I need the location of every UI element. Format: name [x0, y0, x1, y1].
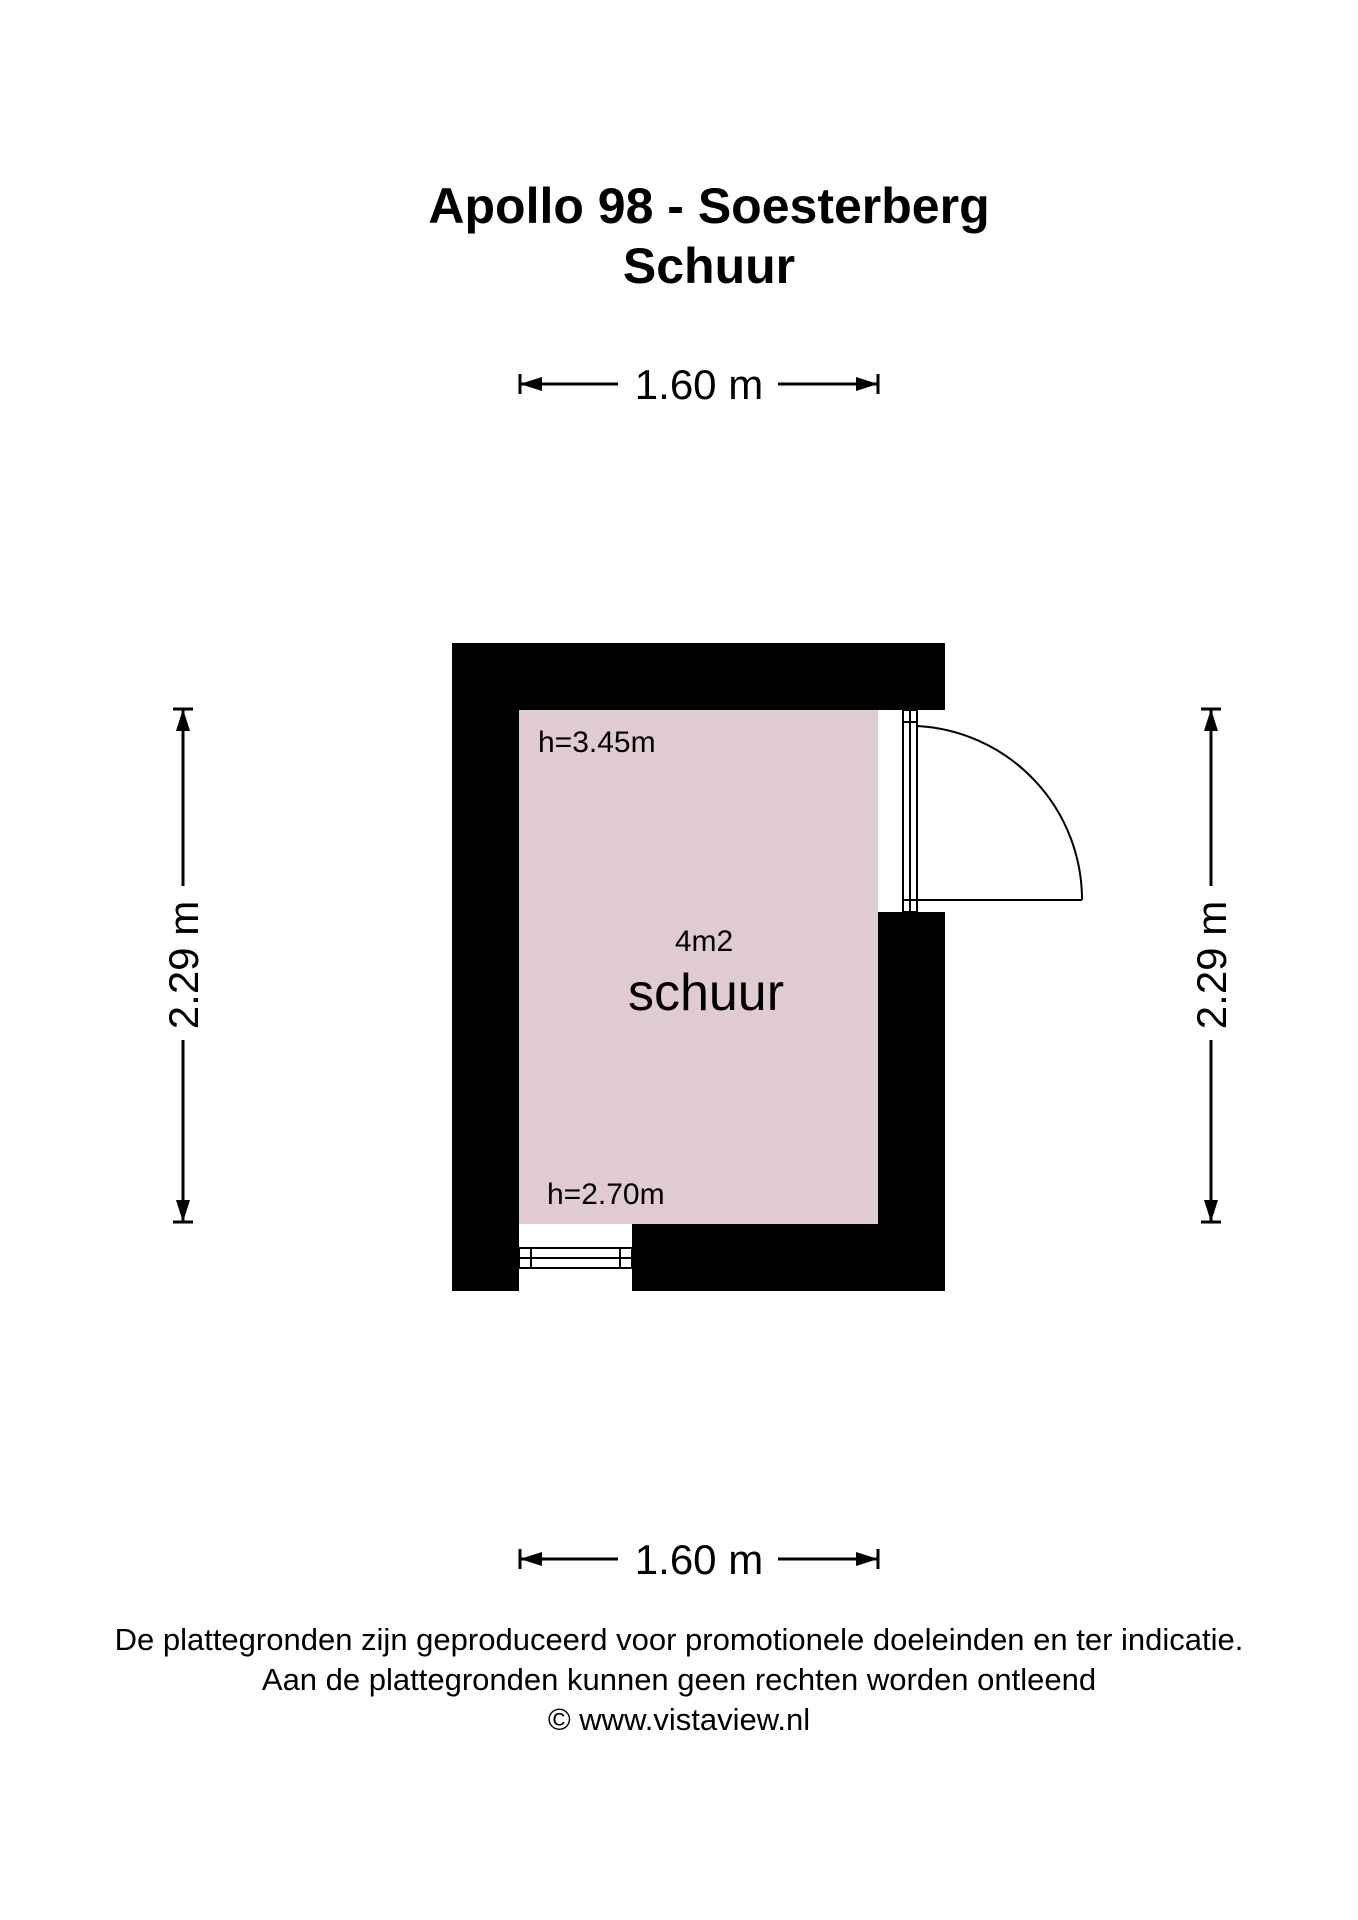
- dimension-right: [1201, 707, 1221, 1224]
- room-height-bottom: h=2.70m: [547, 1178, 665, 1211]
- door-frame: [902, 709, 918, 913]
- dimension-top-label: 1.60 m: [635, 361, 763, 408]
- dimension-bottom-label: 1.60 m: [635, 1536, 763, 1583]
- copyright-link[interactable]: © www.vistaview.nl: [547, 1702, 811, 1737]
- plan-title: Apollo 98 - Soesterberg Schuur: [0, 176, 1358, 296]
- dimension-right-label: 2.29 m: [1188, 901, 1235, 1029]
- wall-right-lower: [878, 912, 945, 1291]
- dimension-left-label: 2.29 m: [160, 901, 207, 1029]
- room-height-top: h=3.45m: [538, 726, 656, 759]
- room-area: 4m2: [675, 925, 733, 958]
- wall-left: [452, 643, 519, 1291]
- plan-title-address: Apollo 98 - Soesterberg: [428, 178, 990, 234]
- disclaimer: De plattegronden zijn geproduceerd voor …: [0, 1620, 1358, 1740]
- door-swing: [916, 725, 1084, 901]
- dimension-left: [173, 707, 193, 1224]
- dimension-top: [518, 374, 880, 394]
- room-name: schuur: [628, 964, 784, 1022]
- disclaimer-line-1: De plattegronden zijn geproduceerd voor …: [114, 1622, 1244, 1657]
- plan-title-room: Schuur: [622, 238, 796, 294]
- dimension-bottom: [518, 1549, 880, 1569]
- door-opening: [878, 710, 904, 912]
- room-floor: [519, 710, 878, 1224]
- walls: [452, 643, 945, 1291]
- window-bottom: [518, 1247, 633, 1269]
- disclaimer-line-2: Aan de plattegronden kunnen geen rechten…: [261, 1662, 1097, 1697]
- wall-top: [452, 643, 945, 710]
